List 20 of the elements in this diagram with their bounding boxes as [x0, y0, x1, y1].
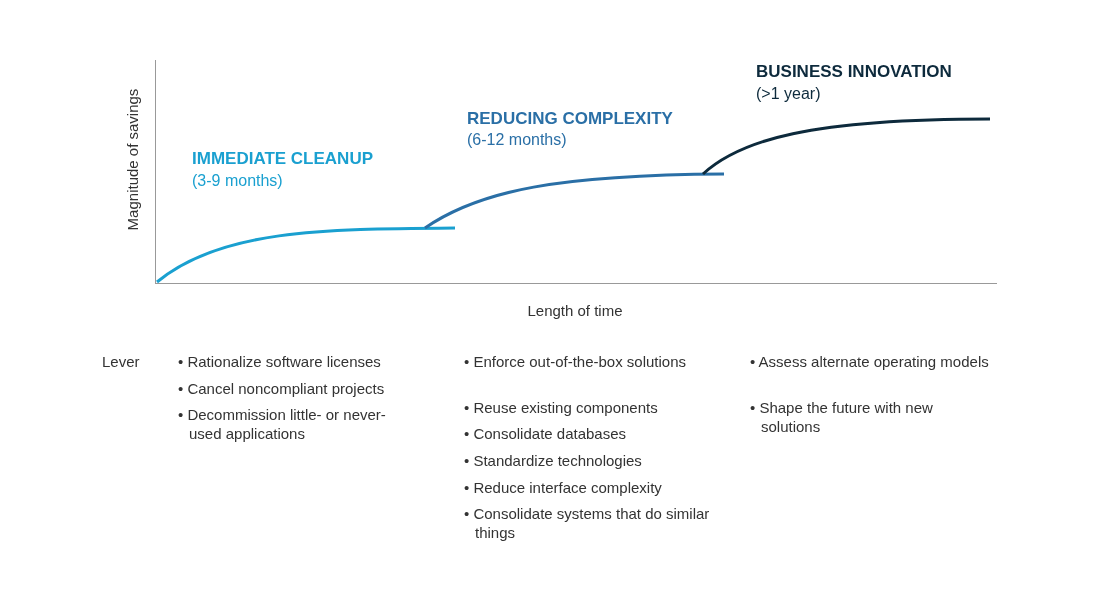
bullet-item: • Rationalize software licenses: [178, 352, 382, 371]
axis-label: Length of time: [526, 301, 624, 320]
bullet-item: • Consolidate systems that do similar things: [464, 504, 711, 542]
phase-duration: (3-9 months): [192, 171, 284, 190]
phase-duration: (6-12 months): [467, 130, 568, 149]
bullet-item: • Cancel noncompliant projects: [178, 379, 386, 398]
bullet-item: • Shape the future with new solutions: [750, 398, 934, 436]
bullet-item: • Consolidate databases: [464, 424, 628, 443]
phase-title: IMMEDIATE CLEANUP: [192, 149, 374, 168]
bullet-item: • Reduce interface complexity: [464, 478, 663, 497]
phase-duration: (>1 year): [756, 84, 822, 103]
row-label: Lever: [102, 352, 141, 371]
phase-title: BUSINESS INNOVATION: [756, 62, 953, 81]
bullet-item: • Standardize technologies: [464, 451, 643, 470]
bullet-item: • Decommission little- or never-used applications: [178, 405, 387, 443]
axis-label: Magnitude of savings: [122, 87, 142, 233]
phase-title: REDUCING COMPLEXITY: [467, 109, 674, 128]
bullet-item: • Reuse existing components: [464, 398, 659, 417]
bullet-item: • Enforce out-of-the-box solutions: [464, 352, 688, 371]
bullet-item: • Assess alternate operating models: [750, 352, 990, 371]
